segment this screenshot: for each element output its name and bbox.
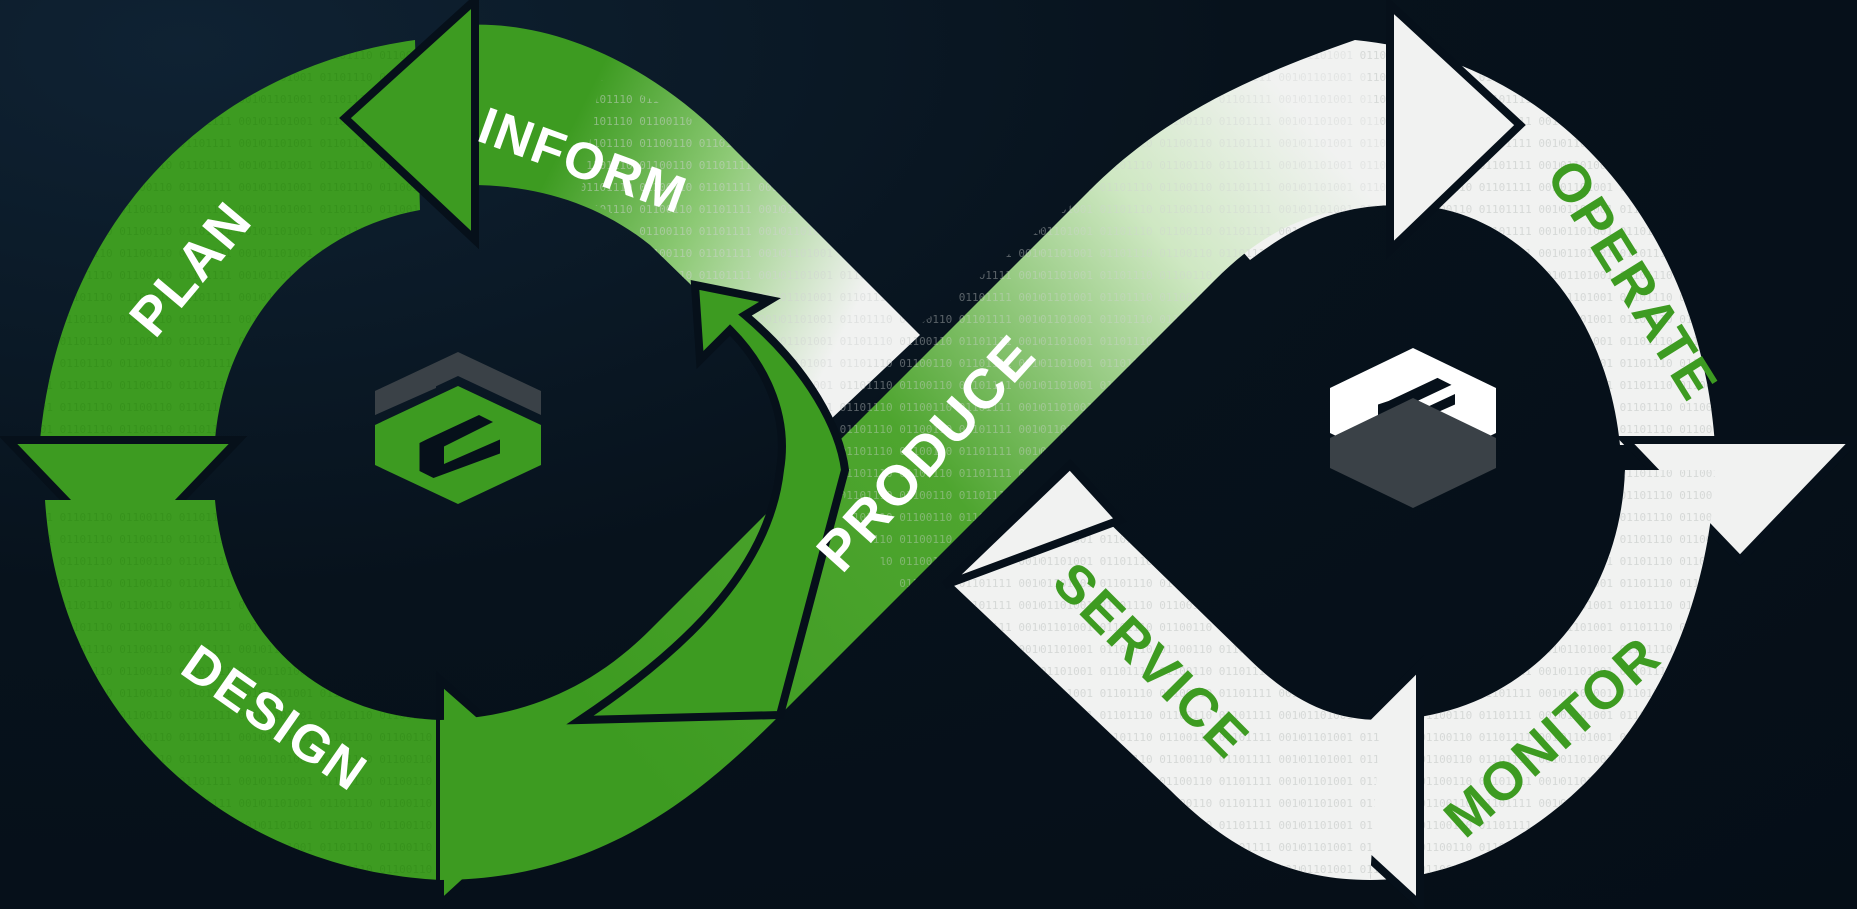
- produce-arrowhead: [1386, 0, 1526, 260]
- produce-band: [440, 0, 1526, 880]
- inform-arrowhead: [339, 0, 479, 250]
- service-arrowhead: [942, 459, 1127, 589]
- right-logo: [1330, 348, 1496, 508]
- left-logo: [375, 352, 541, 504]
- produce-arrow-curve: [566, 280, 850, 725]
